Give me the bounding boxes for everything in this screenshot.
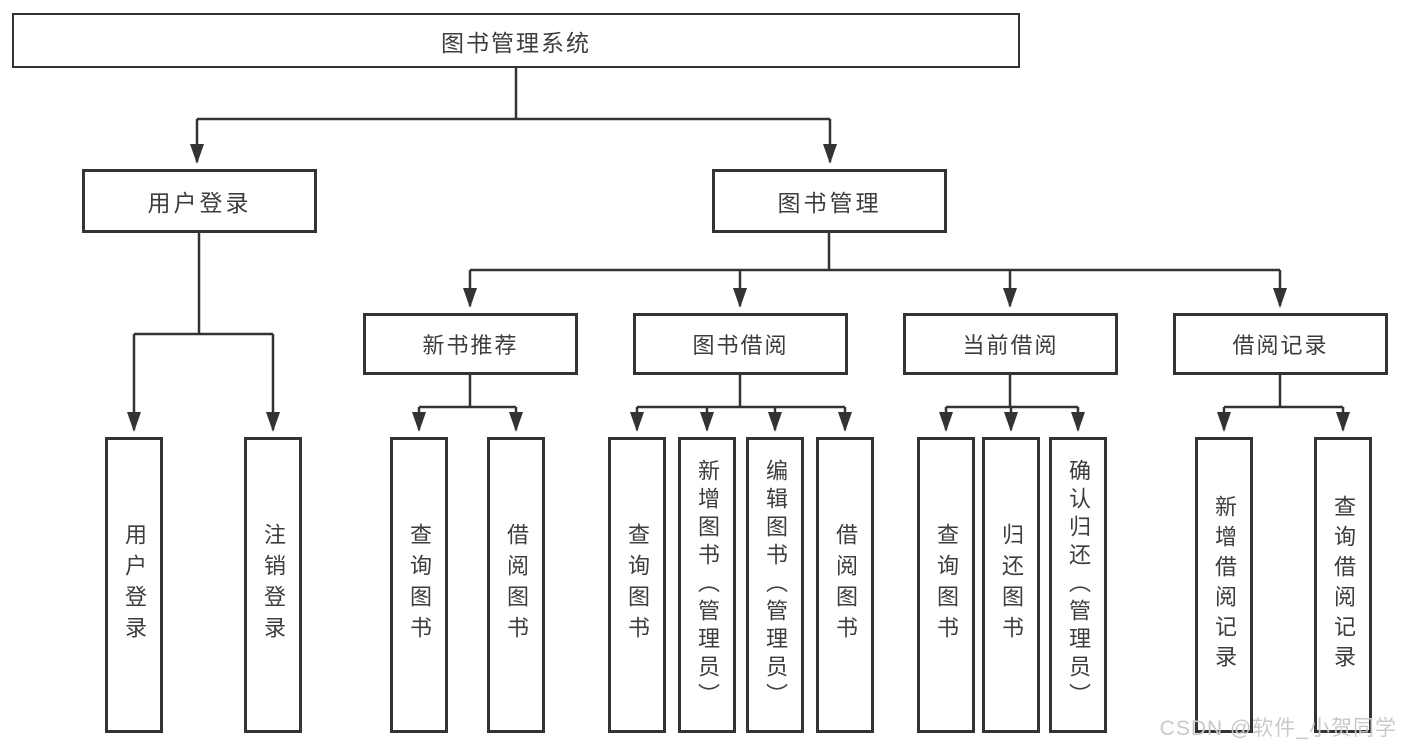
leaf-logout: 注销登录 — [244, 437, 302, 733]
leaf-add-book-admin: 新增图书（管理员） — [678, 437, 736, 733]
node-current-borrow: 当前借阅 — [903, 313, 1118, 375]
node-label: 当前借阅 — [962, 333, 1059, 358]
node-label: 图书管理 — [777, 190, 882, 216]
leaf-borrow-book-2: 借阅图书 — [816, 437, 874, 733]
node-book-borrow: 图书借阅 — [633, 313, 848, 375]
node-label: 新增图书（管理员） — [695, 459, 720, 711]
node-book-management: 图书管理 — [712, 169, 947, 233]
node-root-library-system: 图书管理系统 — [12, 13, 1020, 68]
node-label: 查询借阅记录 — [1331, 495, 1356, 675]
node-label: 归还图书 — [999, 523, 1024, 647]
node-user-login: 用户登录 — [82, 169, 317, 233]
leaf-query-borrow-record: 查询借阅记录 — [1314, 437, 1372, 733]
node-label: 查询图书 — [625, 523, 650, 647]
node-label: 查询图书 — [407, 523, 432, 647]
node-label: 用户登录 — [122, 523, 147, 647]
node-label: 用户登录 — [147, 190, 252, 216]
leaf-return-book: 归还图书 — [982, 437, 1040, 733]
node-label: 确认归还（管理员） — [1066, 459, 1091, 711]
leaf-query-book-2: 查询图书 — [608, 437, 666, 733]
node-label: 查询图书 — [934, 523, 959, 647]
node-label: 借阅图书 — [833, 523, 858, 647]
node-label: 新书推荐 — [422, 333, 519, 358]
node-label: 注销登录 — [261, 523, 286, 647]
leaf-edit-book-admin: 编辑图书（管理员） — [746, 437, 804, 733]
leaf-user-login: 用户登录 — [105, 437, 163, 733]
node-label: 借阅记录 — [1232, 333, 1329, 358]
node-label: 新增借阅记录 — [1212, 495, 1237, 675]
leaf-confirm-return-admin: 确认归还（管理员） — [1049, 437, 1107, 733]
node-label: 图书借阅 — [692, 333, 789, 358]
node-label: 编辑图书（管理员） — [763, 459, 788, 711]
node-new-book-recommend: 新书推荐 — [363, 313, 578, 375]
node-label: 图书管理系统 — [441, 29, 591, 56]
leaf-add-borrow-record: 新增借阅记录 — [1195, 437, 1253, 733]
node-borrow-record: 借阅记录 — [1173, 313, 1388, 375]
leaf-query-book-1: 查询图书 — [390, 437, 448, 733]
node-label: 借阅图书 — [504, 523, 529, 647]
leaf-query-book-3: 查询图书 — [917, 437, 975, 733]
leaf-borrow-book-1: 借阅图书 — [487, 437, 545, 733]
watermark: CSDN @软件_小贺同学 — [1159, 717, 1397, 740]
